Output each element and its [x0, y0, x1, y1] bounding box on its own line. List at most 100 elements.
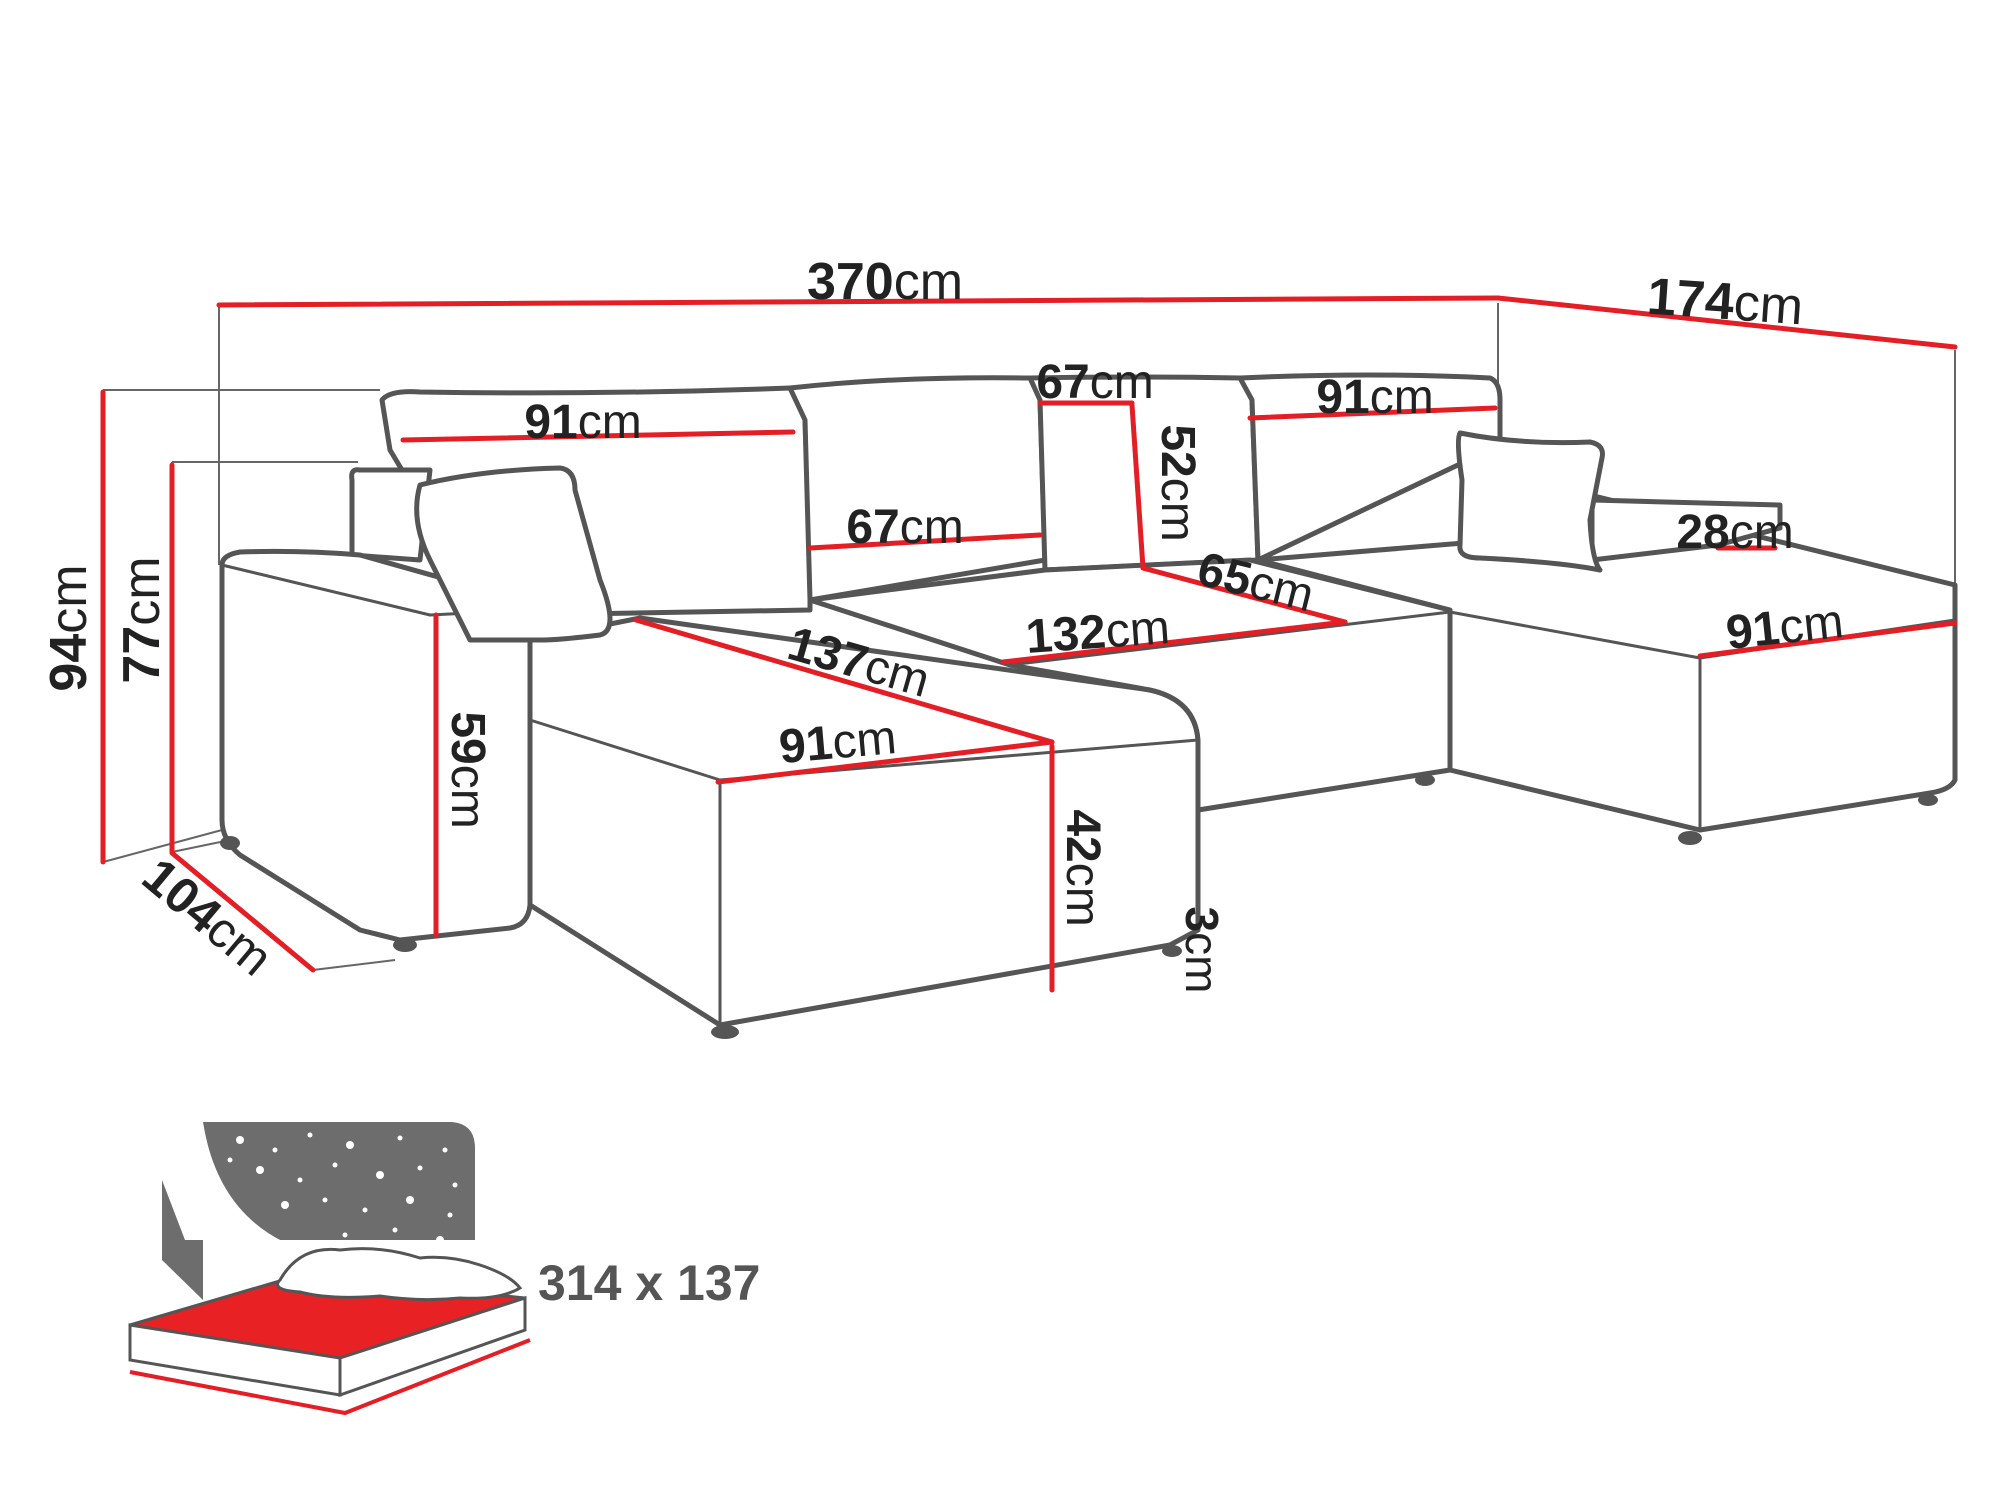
star-icon	[297, 1177, 303, 1183]
label-armrest-height-unit: cm	[113, 556, 171, 625]
label-chaise-width: 91cm	[777, 711, 899, 774]
leg-5	[1415, 774, 1435, 786]
star-icon	[177, 1197, 183, 1203]
dim-line-side-depth	[1495, 295, 1958, 350]
leg-6	[1678, 831, 1702, 845]
label-side-depth: 174cm	[1645, 267, 1805, 336]
label-armrest-front-unit: cm	[441, 765, 494, 829]
label-back-height-value: 52	[1151, 424, 1204, 477]
label-back-height: 52cm	[1151, 424, 1204, 541]
pillow-left	[414, 465, 613, 643]
left-armrest	[349, 467, 433, 563]
label-seat-corner-value: 65	[1192, 542, 1257, 606]
label-chaise-width-value: 91	[777, 716, 835, 773]
label-total-height: 94cm	[40, 564, 98, 691]
label-seat-corner: 65cm	[1192, 542, 1319, 622]
star-icon	[362, 1207, 368, 1213]
label-pillow: 67cm	[846, 501, 963, 554]
leg-1	[220, 836, 240, 850]
star-icon	[452, 1182, 458, 1188]
star-icon	[406, 1196, 414, 1204]
label-cushion-mid: 67cm	[1036, 356, 1153, 409]
dim-line-back-height	[1129, 402, 1146, 571]
label-cushion-right: 91cm	[1316, 371, 1433, 424]
dim-line-pillow	[807, 532, 1043, 551]
label-seat-center-value: 132	[1024, 605, 1108, 663]
label-leg-height: 3cm	[1176, 907, 1228, 994]
star-icon	[256, 1166, 264, 1174]
label-leg-height-unit: cm	[1176, 932, 1228, 993]
label-seat-center: 132cm	[1024, 601, 1171, 664]
label-cushion-right-unit: cm	[1370, 371, 1434, 424]
label-right-chaise-unit: cm	[1777, 595, 1846, 654]
back-cushion-far-right	[1237, 372, 1503, 563]
label-pillow-value: 67	[846, 501, 899, 554]
pillow-shape	[276, 1247, 523, 1302]
star-icon	[417, 1165, 423, 1171]
label-cushion-mid-unit: cm	[1090, 356, 1154, 409]
label-chaise-width-unit: cm	[830, 711, 898, 769]
label-right-chaise-value: 91	[1724, 601, 1783, 659]
star-icon	[397, 1135, 403, 1141]
label-armrest-height: 77cm	[113, 556, 171, 683]
label-total-height-value: 94	[40, 634, 98, 692]
leg-7	[1918, 794, 1938, 806]
leg-3	[711, 1025, 739, 1039]
label-seat-height-unit: cm	[1056, 863, 1109, 927]
dim-line-total-width	[216, 295, 1501, 308]
label-seat-center-unit: cm	[1104, 601, 1172, 658]
label-cushion-left-value: 91	[524, 396, 577, 449]
label-cushion-mid-value: 67	[1036, 356, 1089, 409]
dim-line-chaise-length	[633, 617, 1055, 745]
dim-line-depth	[169, 850, 316, 973]
label-armrest-unit: cm	[1730, 506, 1794, 559]
star-icon	[392, 1227, 398, 1233]
star-field	[177, 1132, 458, 1244]
star-icon	[436, 1236, 444, 1244]
label-armrest-front-value: 59	[441, 711, 494, 764]
leg-4	[1162, 945, 1182, 957]
star-icon	[272, 1147, 278, 1153]
label-back-height-unit: cm	[1151, 478, 1204, 542]
dim-line-seat-center	[1000, 619, 1348, 665]
night-panel	[162, 1122, 475, 1300]
sofa-outline	[219, 372, 1958, 1039]
label-armrest-front: 59cm	[441, 711, 494, 828]
star-icon	[307, 1132, 313, 1138]
back-cushion-mid	[787, 375, 1048, 603]
star-icon	[447, 1212, 453, 1218]
bed-arrow	[129, 1338, 531, 1416]
label-pillow-unit: cm	[900, 501, 964, 554]
label-total-width: 370cm	[807, 253, 963, 311]
dim-line-cushion-left	[400, 429, 796, 443]
label-cushion-right-value: 91	[1316, 371, 1369, 424]
star-icon	[342, 1232, 348, 1238]
label-armrest-height-value: 77	[113, 626, 171, 684]
star-icon	[236, 1136, 244, 1144]
dimension-lines	[100, 295, 1958, 993]
dim-line-cushion-right	[1247, 405, 1498, 421]
label-total-width-unit: cm	[894, 253, 963, 311]
star-icon	[196, 1231, 204, 1239]
label-leg-height-value: 3	[1176, 907, 1228, 933]
bed-size-caption: 314 x 137	[538, 1255, 760, 1311]
star-icon	[322, 1197, 328, 1203]
label-total-height-unit: cm	[40, 564, 98, 633]
star-icon	[227, 1157, 233, 1163]
dim-line-seat-corner	[1140, 565, 1348, 625]
label-right-chaise: 91cm	[1724, 595, 1846, 660]
label-armrest-value: 28	[1676, 506, 1729, 559]
label-seat-height: 42cm	[1056, 809, 1109, 926]
bed-night-icon: 314 x 137	[128, 1122, 760, 1416]
label-cushion-left: 91cm	[524, 396, 641, 449]
star-icon	[281, 1201, 289, 1209]
label-side-depth-value: 174	[1645, 267, 1736, 331]
label-total-width-value: 370	[807, 253, 894, 311]
label-cushion-left-unit: cm	[578, 396, 642, 449]
label-seat-height-value: 42	[1056, 809, 1109, 862]
star-icon	[442, 1147, 448, 1153]
star-icon	[332, 1162, 338, 1168]
label-side-depth-unit: cm	[1732, 273, 1805, 336]
pillow-right	[1455, 430, 1605, 573]
